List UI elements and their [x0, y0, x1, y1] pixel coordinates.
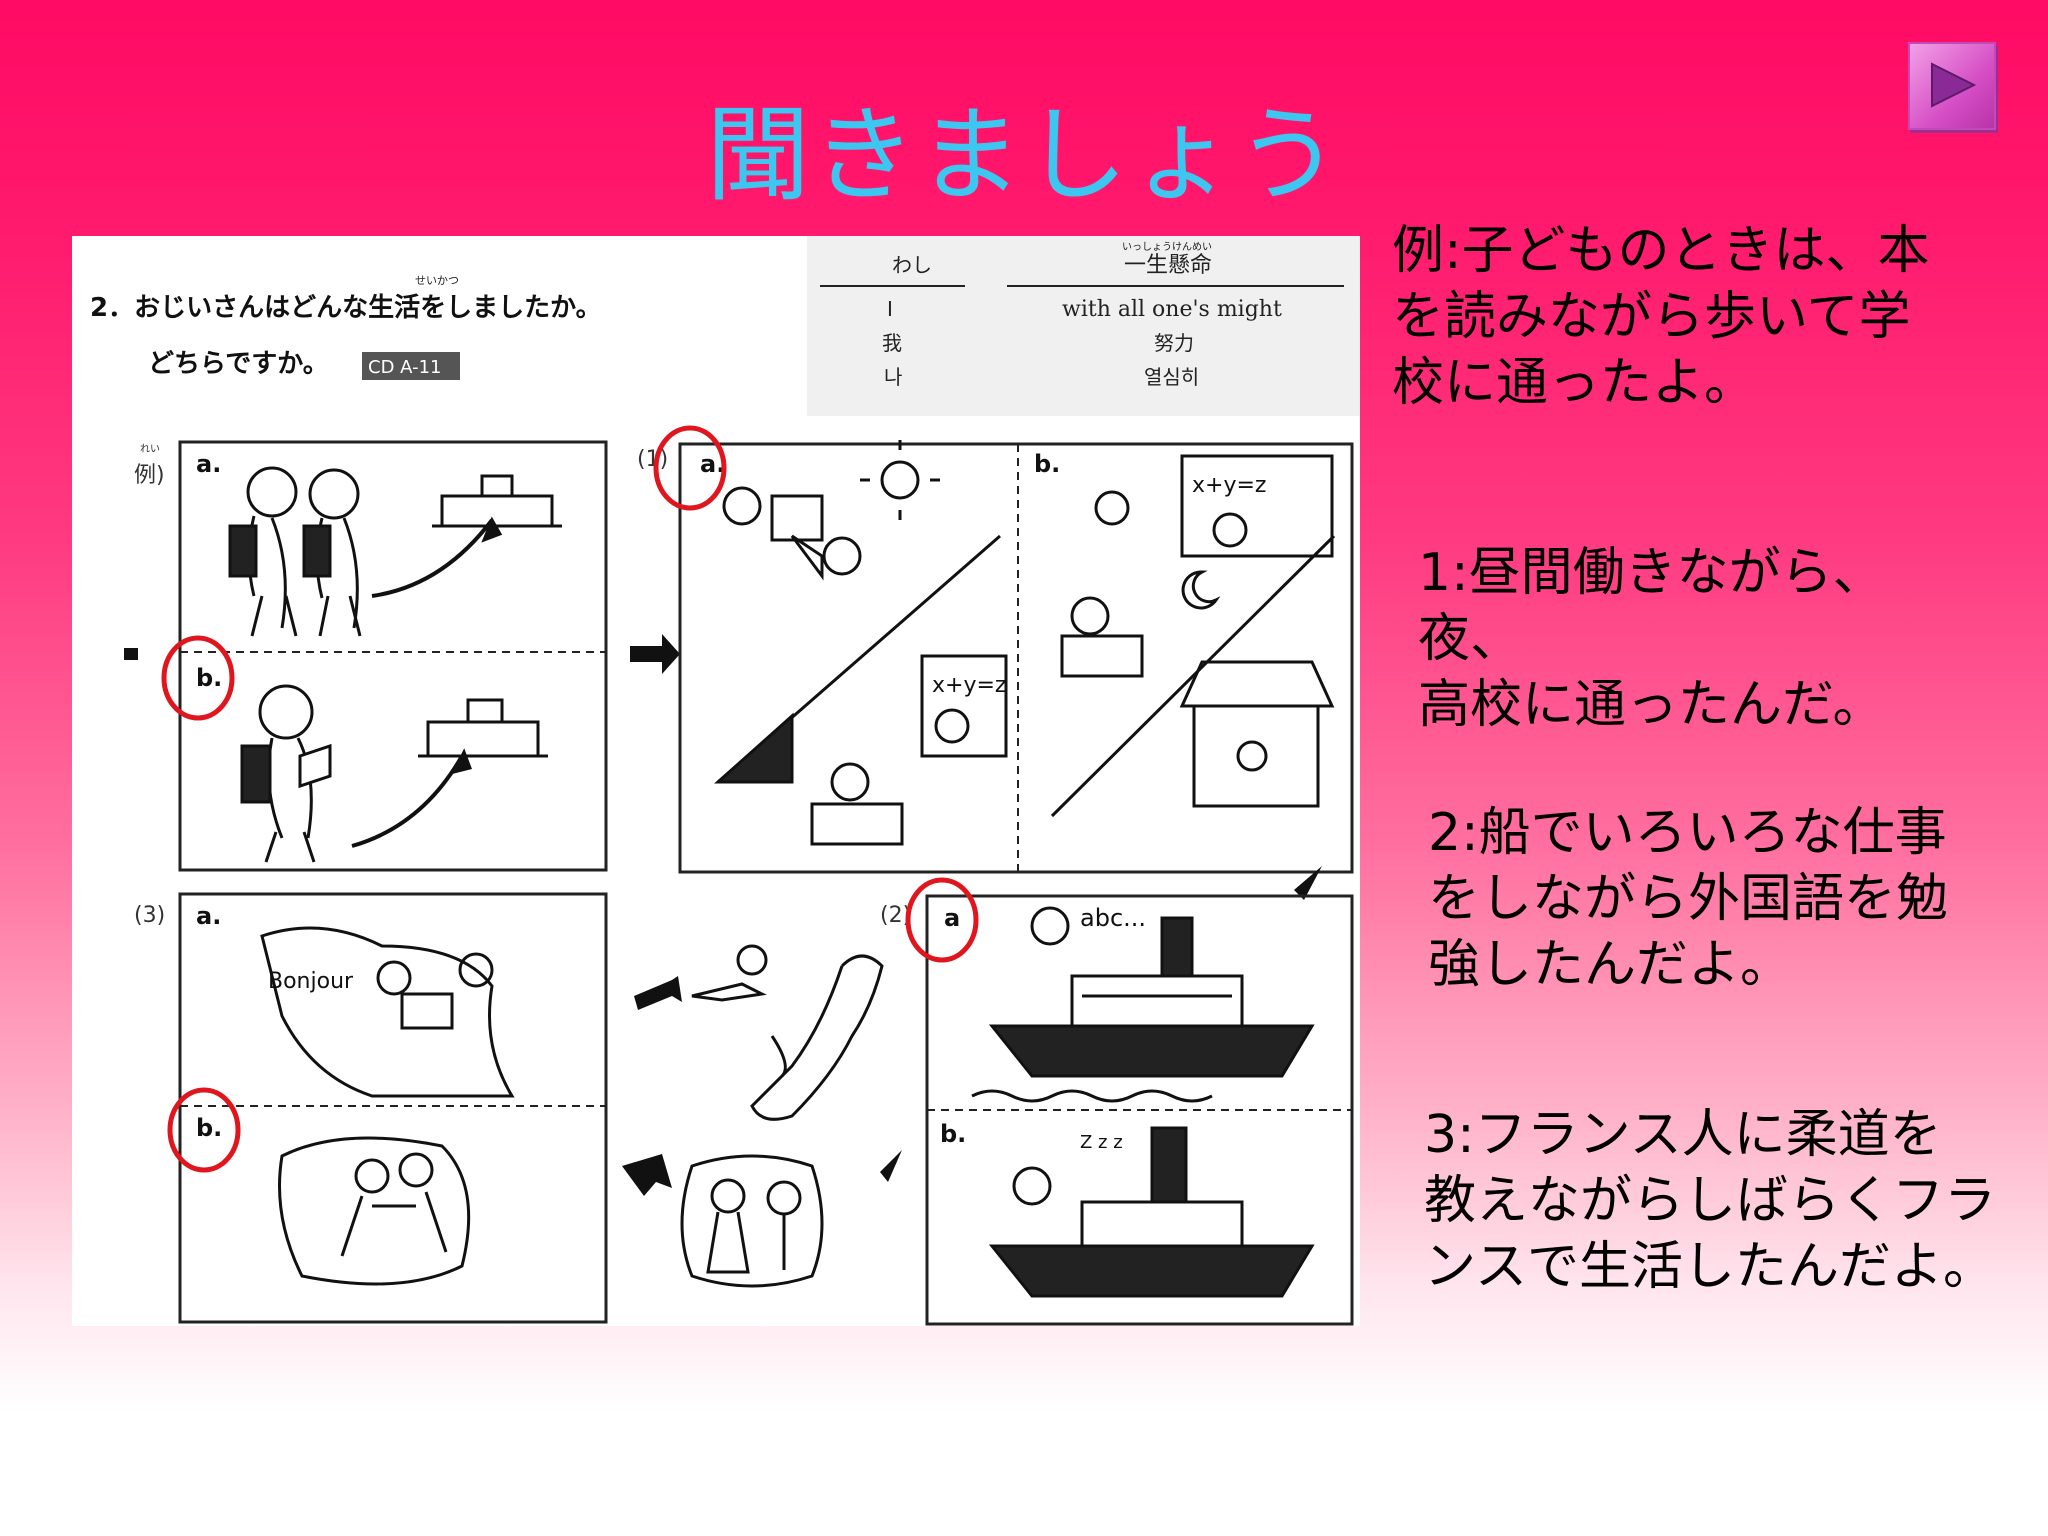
vocab-furigana-1: わし — [892, 253, 932, 277]
ship-drawing: abc... Z z z — [971, 904, 1315, 1298]
arrow-up-left — [622, 1154, 672, 1196]
note-2-line: 2:船でいろいろな仕事 — [1428, 803, 1947, 863]
circle-1a — [653, 425, 727, 511]
vocab-en-1: I — [887, 297, 893, 321]
arrow-down-left — [880, 1150, 902, 1182]
arrow-down-1 — [1294, 866, 1322, 900]
example-label: 例) — [134, 463, 165, 488]
worksheet-image: わし I 我 나 いっしょうけんめい 一生懸命 with all one's m… — [72, 236, 1360, 1326]
vocab-ko-2: 열심히 — [1144, 365, 1199, 389]
panel-3-label: (3) — [134, 903, 165, 928]
vocab-en-2: with all one's might — [1062, 297, 1282, 322]
formula-text-1: x+y=z — [932, 673, 1006, 698]
abc-text: abc... — [1080, 904, 1146, 932]
vocab-zh-2: 努力 — [1154, 331, 1194, 355]
arrow-right-2 — [634, 976, 682, 1010]
note-example-line: 例:子どものときは、本 — [1392, 221, 1930, 281]
vocab-ko-1: 나 — [884, 365, 902, 389]
cd-label: CD A-11 — [368, 357, 441, 378]
vocab-box — [807, 236, 1360, 416]
note-3-line: 教えながらしばらくフラ — [1424, 1171, 1997, 1231]
panel-3 — [178, 892, 608, 1324]
note-2-line: をしながら外国語を勉 — [1428, 869, 1949, 929]
note-example: 例:子どものときは、本 を読みながら歩いて学 校に通ったよ。 — [1392, 218, 1952, 416]
panel-2-a-label: a — [944, 904, 960, 932]
zzz-text: Z z z — [1080, 1132, 1123, 1153]
panel-1-label: (1) — [637, 447, 668, 472]
play-triangle-icon — [1931, 62, 1977, 108]
panel-3-a-label: a. — [196, 902, 221, 930]
day-night-drawing: x+y=z x+y=z — [714, 440, 1336, 846]
note-3-line: ンスで生活したんだよ。 — [1424, 1237, 1995, 1297]
question-furigana: せいかつ — [415, 274, 459, 287]
cd-badge — [362, 352, 460, 380]
formula-text-2: x+y=z — [1192, 473, 1266, 498]
kid-reading-drawing — [240, 684, 548, 863]
japan-map-drawing — [691, 944, 884, 1121]
note-example-line: 校に通ったよ。 — [1392, 353, 1757, 413]
kids-walking-drawing — [228, 466, 562, 637]
note-answer-3: 3:フランス人に柔道を 教えながらしばらくフラ ンスで生活したんだよ。 — [1424, 1102, 2004, 1300]
panel-1-b-label: b. — [1034, 450, 1060, 478]
note-1-line: 高校に通ったんだ。 — [1418, 675, 1885, 735]
slide-title: 聞きましょう — [705, 94, 1342, 216]
arrow-right-1 — [630, 634, 680, 674]
circle-2a — [905, 877, 979, 963]
example-b-label: b. — [196, 664, 222, 692]
note-3-line: 3:フランス人に柔道を — [1424, 1105, 1942, 1165]
france-drawing: Bonjour — [260, 926, 515, 1286]
note-2-line: 強したんだよ。 — [1428, 935, 1793, 995]
note-answer-2: 2:船でいろいろな仕事 をしながら外国語を勉 強したんだよ。 — [1428, 800, 1988, 998]
vocab-word-2: 一生懸命 — [1124, 253, 1212, 278]
panel-2-b-label: b. — [940, 1120, 966, 1148]
panel-1 — [678, 442, 1354, 874]
example-a-label: a. — [196, 450, 221, 478]
example-panel — [178, 440, 608, 872]
circle-example-b — [161, 635, 235, 721]
next-slide-button[interactable] — [1908, 42, 1996, 130]
circle-3b — [167, 1087, 241, 1173]
panel-3-b-label: b. — [196, 1114, 222, 1142]
note-1-line: 1:昼間働きながら、夜、 — [1418, 543, 1885, 669]
note-answer-1: 1:昼間働きながら、夜、 高校に通ったんだ。 — [1418, 540, 1978, 738]
example-furigana: れい — [140, 443, 160, 455]
note-example-line: を読みながら歩いて学 — [1392, 287, 1911, 347]
answer-circles — [161, 425, 979, 1173]
couple-drawing — [680, 1154, 824, 1288]
question-line-1: 2．おじいさんはどんな生活をしましたか。 — [90, 293, 602, 323]
question-line-2: どちらですか。 — [148, 349, 329, 379]
vocab-zh-1: 我 — [882, 331, 902, 355]
vocab-furigana-2: いっしょうけんめい — [1122, 241, 1212, 253]
bonjour-text: Bonjour — [268, 969, 354, 994]
